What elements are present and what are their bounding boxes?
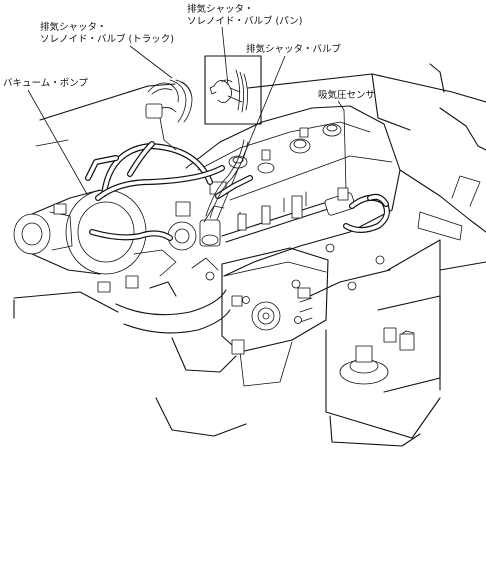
inset-valve-body xyxy=(213,80,232,103)
label-vacuum-pump: バキューム・ポンプ xyxy=(3,78,88,89)
body-outline xyxy=(13,63,486,447)
callout-labels: 排気シャッタ・ ソレノイド・バルブ (パン) 排気シャッタ・ ソレノイド・バルブ… xyxy=(3,3,375,101)
leader-exhaust-shutter-valve xyxy=(211,55,286,233)
intake-pipes xyxy=(115,249,237,373)
solenoid-valve-truck-body xyxy=(145,103,163,119)
fender-bracket xyxy=(451,175,481,207)
inset-wires xyxy=(235,69,248,113)
turbo-housing xyxy=(13,213,51,255)
label-valve-pan-line1: 排気シャッタ・ xyxy=(187,3,254,15)
injector-nozzle xyxy=(291,195,303,219)
fender-tab xyxy=(417,211,463,241)
exhaust-shutter-valve-part xyxy=(167,181,227,251)
intake-pressure-sensor xyxy=(324,187,390,233)
solenoid-valve-truck xyxy=(145,79,193,151)
label-valve-pan-line2: ソレノイド・バルブ (パン) xyxy=(187,15,302,27)
vacuum-hoses xyxy=(85,141,253,241)
leader-intake-pressure-sensor xyxy=(337,100,347,191)
reservoir-cap xyxy=(339,359,389,385)
label-intake-pressure-sensor: 吸気圧センサ xyxy=(318,89,375,101)
battery-area xyxy=(339,295,441,393)
leader-vacuum-pump xyxy=(27,89,93,204)
leader-valve-truck xyxy=(129,45,173,79)
label-exhaust-shutter-valve: 排気シャッタ・バルブ xyxy=(246,43,342,55)
bolts xyxy=(205,243,385,324)
inset-frame xyxy=(204,55,262,125)
injection-pump xyxy=(221,247,329,387)
vacuum-pump-assembly xyxy=(13,189,147,293)
label-valve-truck-line1: 排気シャッタ・ xyxy=(40,21,107,33)
inset-valve-pan xyxy=(204,55,262,125)
harness-center xyxy=(205,139,249,219)
label-valve-truck-line2: ソレノイド・バルブ (トラック) xyxy=(40,33,174,45)
pump-pulley xyxy=(251,301,281,331)
